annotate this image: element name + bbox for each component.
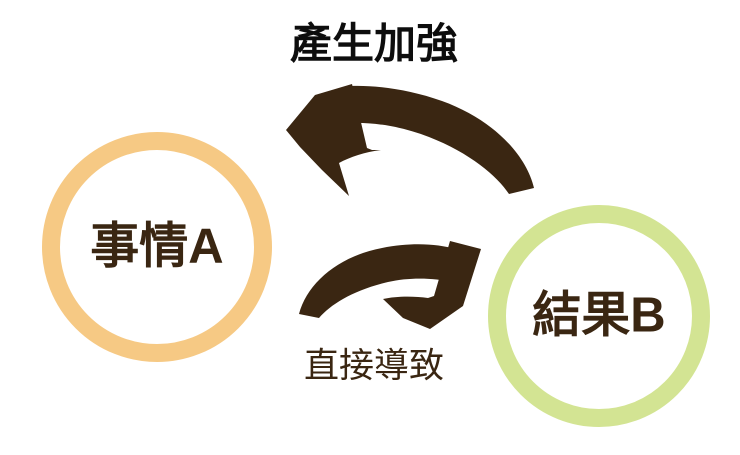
arrow-cause-group [299,241,481,329]
node-circle-b[interactable] [488,205,710,427]
arrow-cause-head [383,241,481,329]
arrow-feedback-body [350,85,534,194]
node-label-b: 結果B [532,288,666,343]
node-circle-a[interactable] [42,132,272,362]
node-label-a: 事情A [90,219,224,274]
edge-label-direct-cause: 直接導致 [303,346,445,386]
arrow-feedback-group [286,84,534,196]
arrow-feedback-head [286,84,381,196]
diagram-title: 產生加強 [289,20,459,67]
arrow-cause-body [299,244,455,318]
